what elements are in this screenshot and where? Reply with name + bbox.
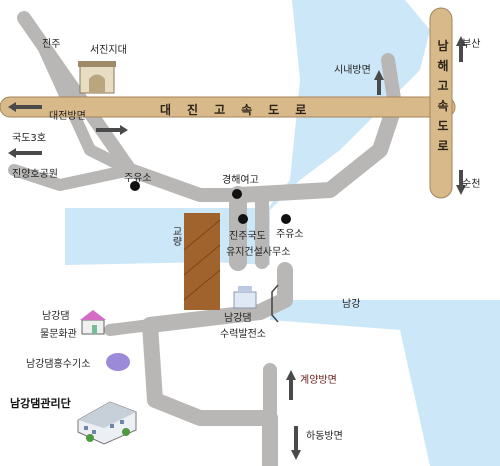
label-suncheon: 순천 <box>462 179 481 190</box>
road-main-east <box>232 97 403 203</box>
label-jinyang: 진양호공원 <box>12 169 58 180</box>
highway-namhae <box>429 7 453 199</box>
arrow-busan <box>456 36 466 62</box>
label-office: 진주국도 <box>229 231 266 242</box>
arrow-city <box>374 70 384 95</box>
label-office-2: 유지건설사무소 <box>226 247 291 258</box>
label-museum: 남강댐 <box>42 311 70 322</box>
highway-daejin-label: 대진고속도로 <box>160 103 323 117</box>
arrow-gyeyang <box>286 370 296 400</box>
label-guksodo: 국도3호 <box>12 133 46 144</box>
dam-office-marker <box>106 353 130 371</box>
label-school: 경해여고 <box>222 175 259 186</box>
school-dot <box>232 189 242 199</box>
bridge <box>184 213 220 310</box>
label-hadong: 하동방면 <box>306 431 343 442</box>
label-dam-office: 남강댐홍수기소 <box>26 359 91 370</box>
label-dam: 남강댐 <box>224 313 252 324</box>
label-museum-2: 물문화관 <box>40 329 77 340</box>
label-gyeyang: 계양방면 <box>300 375 337 386</box>
label-dam-management: 남강댐관리단 <box>10 397 71 410</box>
label-daejeon: 대전방면 <box>49 111 86 122</box>
arrow-hadong <box>291 426 301 460</box>
arrow-jinyang <box>8 148 42 158</box>
gas-station-dot <box>130 181 140 191</box>
office-building <box>77 401 137 445</box>
road-northwest-2 <box>34 34 136 176</box>
office-dot <box>238 214 248 224</box>
label-bridge: 교량 <box>170 226 181 246</box>
road-museum <box>104 319 156 336</box>
label-city-dir: 시내방면 <box>334 65 371 76</box>
arrow-suncheon <box>456 170 466 195</box>
label-nam-river: 남강 <box>342 299 361 310</box>
museum-illustration <box>80 310 106 335</box>
powerplant-illustration <box>233 286 257 309</box>
label-powerplant: 수력발전소 <box>220 329 266 340</box>
arrow-guksodo <box>96 125 128 135</box>
label-gas-station: 주유소 <box>124 173 152 184</box>
label-seojinjudae: 서진지대 <box>90 45 127 56</box>
gas-station-right-dot <box>281 214 291 224</box>
dam-bracket <box>271 284 279 323</box>
road-jinyang <box>8 164 136 191</box>
label-busan: 부산 <box>462 39 481 50</box>
road-south <box>142 317 278 466</box>
river <box>65 0 500 466</box>
road-northwest <box>17 11 247 202</box>
gate-illustration <box>78 61 116 94</box>
highway-daejin <box>0 96 456 118</box>
label-jinju: 진주 <box>42 39 61 50</box>
label-gas-station-right: 주유소 <box>276 229 304 240</box>
highway-namhae-label: 남해고속도로 <box>437 39 449 153</box>
arrow-daejeon <box>8 102 42 112</box>
